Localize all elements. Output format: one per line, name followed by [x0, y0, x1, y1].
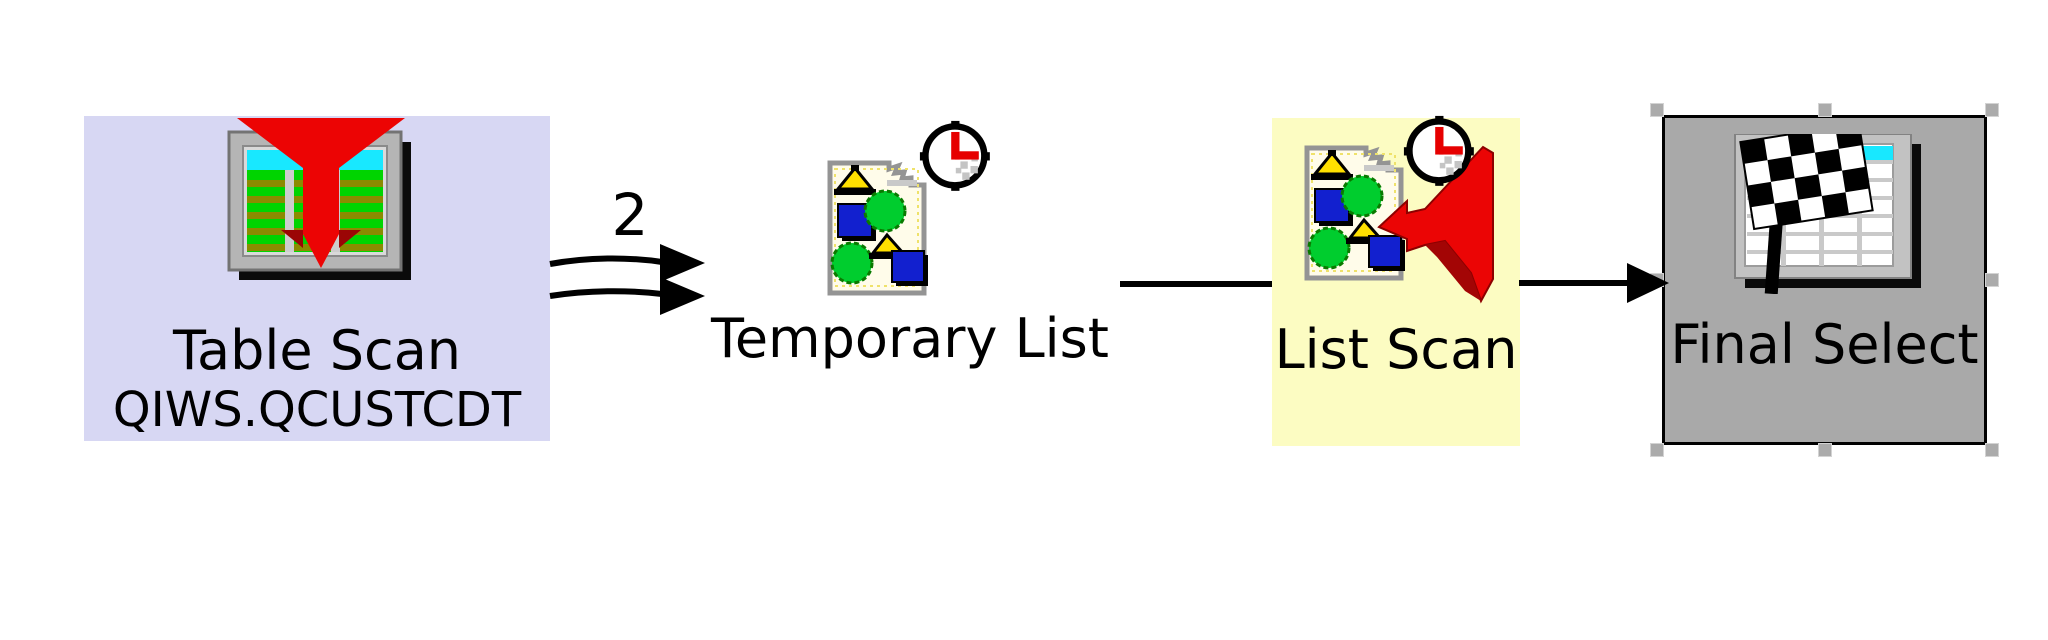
edge-table-scan-to-temporary-list: 2: [548, 186, 713, 326]
funnel-down-icon: [237, 118, 405, 268]
clock-icon: [920, 121, 990, 191]
node-list-scan[interactable]: List Scan: [1272, 118, 1520, 446]
selection-handle-top-right[interactable]: [1985, 103, 1999, 117]
edge-temporary-list-to-list-scan: [1120, 281, 1272, 287]
temporary-list-icon: [815, 117, 997, 303]
double-arrow-icon: [549, 244, 705, 315]
node-label: List Scan: [1274, 318, 1518, 381]
table-scan-icon: [227, 118, 411, 280]
selection-handle-middle-right[interactable]: [1985, 273, 1999, 287]
document-icon: [1307, 148, 1405, 278]
checkered-flag-icon: [1739, 134, 1874, 294]
node-caption: Temporary List: [711, 307, 1109, 371]
node-caption: Table Scan QIWS.QCUSTCDT: [113, 319, 521, 439]
node-table-scan[interactable]: Table Scan QIWS.QCUSTCDT: [84, 116, 550, 441]
edge-list-scan-to-final-select: [1519, 263, 1669, 303]
document-icon: [830, 163, 928, 293]
node-label: Table Scan: [172, 318, 462, 382]
selection-handle-bottom-right[interactable]: [1985, 443, 1999, 457]
edge-label: 2: [611, 181, 649, 249]
node-temporary-list[interactable]: Temporary List: [710, 117, 1110, 379]
node-final-select[interactable]: Final Select: [1650, 103, 1999, 457]
selection-handle-top-middle[interactable]: [1817, 103, 1832, 117]
list-scan-icon: [1297, 113, 1494, 304]
node-caption: List Scan: [1275, 318, 1518, 382]
final-select-icon: [1734, 134, 1921, 294]
node-label: Temporary List: [711, 307, 1109, 370]
node-caption: Final Select: [1670, 313, 1978, 377]
node-sublabel: QIWS.QCUSTCDT: [112, 382, 522, 439]
funnel-left-icon: [1377, 145, 1494, 304]
selection-handle-bottom-left[interactable]: [1650, 443, 1664, 457]
node-label: Final Select: [1670, 313, 1979, 376]
selection-handle-bottom-middle[interactable]: [1817, 443, 1832, 457]
selection-handle-top-left[interactable]: [1650, 103, 1664, 117]
